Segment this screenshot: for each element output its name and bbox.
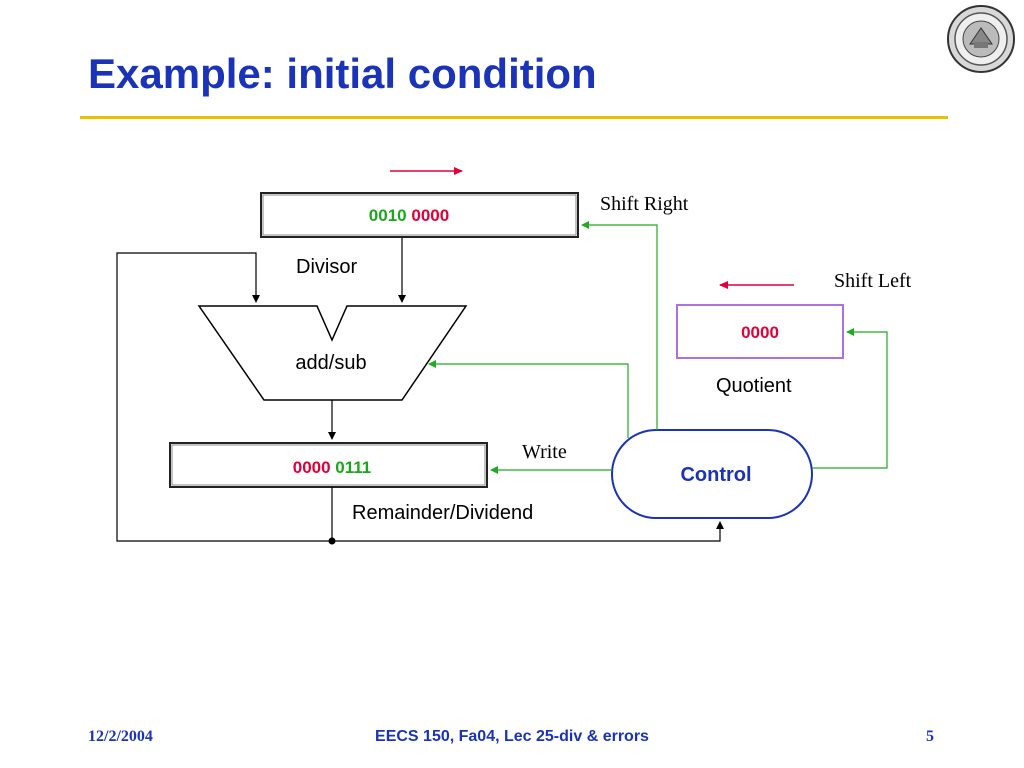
alu-label: add/sub xyxy=(295,352,366,374)
divisor-low-bits: 0000 xyxy=(411,206,449,225)
wire-control-shift-divisor xyxy=(581,221,658,430)
footer-page-number: 5 xyxy=(926,728,934,745)
shift-left-annotation: Shift Left xyxy=(834,270,912,292)
title-underline xyxy=(80,116,948,119)
divisor-label: Divisor xyxy=(296,256,357,278)
remainder-label: Remainder/Dividend xyxy=(352,502,533,524)
footer-course: EECS 150, Fa04, Lec 25-div & errors xyxy=(375,728,649,745)
wire-remainder-sign-to-control xyxy=(332,521,724,542)
divisor-value: 0010 0000 xyxy=(369,206,449,225)
quotient-register xyxy=(676,304,844,359)
quotient-label: Quotient xyxy=(716,375,792,397)
divisor-high-bits: 0010 xyxy=(369,206,407,225)
wire-junction-dot xyxy=(328,537,336,545)
remainder-register xyxy=(169,442,488,488)
shift-right-annotation: Shift Right xyxy=(600,193,689,215)
control-label: Control xyxy=(680,464,751,486)
divisor-register xyxy=(260,192,579,238)
control-unit xyxy=(611,429,813,519)
quotient-value: 0000 xyxy=(741,323,779,342)
remainder-value: 0000 0111 xyxy=(293,458,372,477)
wire-control-shift-quotient xyxy=(812,328,888,469)
footer-date: 12/2/2004 xyxy=(88,728,153,745)
wire-control-alu-op xyxy=(428,360,629,438)
alu-add-sub xyxy=(197,305,468,401)
remainder-high-bits: 0000 xyxy=(293,458,331,477)
wire-remainder-feedback-to-alu xyxy=(116,252,332,542)
remainder-low-bits: 0111 xyxy=(335,458,371,477)
write-annotation: Write xyxy=(522,441,567,463)
slide-title: Example: initial condition xyxy=(88,50,597,97)
university-seal-logo xyxy=(947,5,1015,73)
